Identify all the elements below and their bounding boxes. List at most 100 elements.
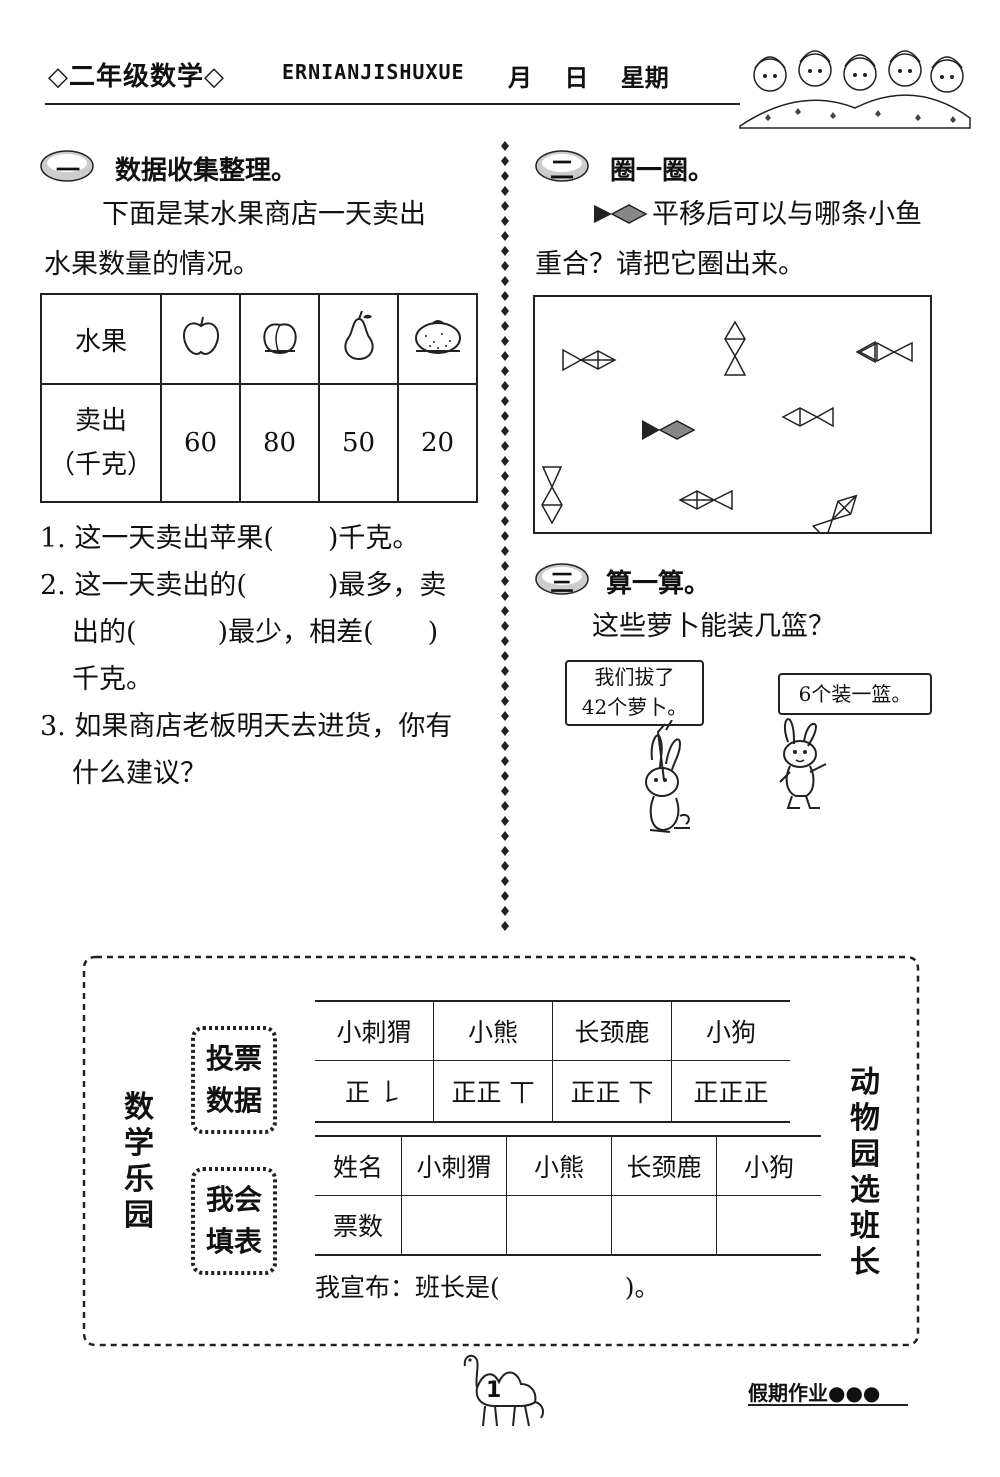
vote-name-giraffe: 长颈鹿 bbox=[552, 1000, 672, 1061]
divider-diamond bbox=[501, 621, 509, 631]
fill-votes-giraffe[interactable] bbox=[611, 1195, 717, 1256]
fruit-table: 水果 bbox=[40, 293, 478, 503]
divider-diamond bbox=[501, 261, 509, 271]
divider-diamond bbox=[501, 891, 509, 901]
divider-diamond bbox=[501, 696, 509, 706]
divider-diamond bbox=[501, 756, 509, 766]
divider-diamond bbox=[501, 141, 509, 151]
section2-badge-number: 二 bbox=[550, 156, 574, 184]
fill-header-name: 姓名 bbox=[315, 1135, 402, 1196]
sample-fish-icon bbox=[594, 204, 648, 224]
divider-diamond bbox=[501, 906, 509, 916]
question-1: 1. 这一天卖出苹果( )千克。 bbox=[40, 523, 420, 554]
fill-header-bear: 小熊 bbox=[506, 1135, 612, 1196]
speech-bubble-1: 我们拔了 42个萝卜。 bbox=[565, 660, 704, 726]
tag1-line1: 投票 bbox=[205, 1042, 262, 1075]
divider-diamond bbox=[501, 516, 509, 526]
section3-badge-icon bbox=[535, 563, 589, 595]
bubble1-line2: 42个萝卜。 bbox=[581, 695, 688, 719]
sold-header-line1: 卖出 bbox=[74, 406, 127, 436]
section3-question: 这些萝卜能装几篮？ bbox=[592, 611, 835, 642]
vote-name-row: 小刺猬 小熊 长颈鹿 小狗 bbox=[315, 1000, 790, 1061]
garden-panel-border bbox=[82, 955, 920, 1347]
fish-d-icon[interactable] bbox=[781, 406, 834, 428]
fish-e-icon[interactable] bbox=[642, 420, 696, 440]
divider-diamond bbox=[501, 666, 509, 676]
section2-title: 圈一圈。 bbox=[610, 156, 715, 186]
divider-diamond bbox=[501, 816, 509, 826]
section2-text-line2: 重合？请把它圈出来。 bbox=[535, 249, 805, 280]
section2-text-line1: 平移后可以与哪条小鱼 bbox=[652, 199, 922, 230]
sold-value-pear: 50 bbox=[318, 383, 399, 503]
divider-diamond bbox=[501, 576, 509, 586]
vote-tally-hedgehog: 正 𠄌 bbox=[315, 1060, 434, 1123]
divider-diamond bbox=[501, 231, 509, 241]
divider-diamond bbox=[501, 201, 509, 211]
divider-diamond bbox=[501, 396, 509, 406]
vote-tally-bear: 正正 丅 bbox=[433, 1060, 553, 1123]
page-number: 1 bbox=[486, 1378, 502, 1403]
divider-diamond bbox=[501, 186, 509, 196]
rabbit-2-icon bbox=[779, 718, 827, 809]
divider-diamond bbox=[501, 156, 509, 166]
divider-diamond bbox=[501, 471, 509, 481]
bubble1-line1: 我们拔了 bbox=[594, 665, 675, 689]
divider-diamond bbox=[501, 456, 509, 466]
divider-diamond bbox=[501, 426, 509, 436]
fill-votes-hedgehog[interactable] bbox=[401, 1195, 507, 1256]
fill-header-row: 姓名 小刺猬 小熊 长颈鹿 小狗 bbox=[315, 1135, 821, 1196]
sold-header-line2: （千克） bbox=[48, 450, 153, 480]
speech-bubble-2: 6个装一篮。 bbox=[778, 673, 932, 715]
fill-header-giraffe: 长颈鹿 bbox=[611, 1135, 717, 1196]
fill-votes-bear[interactable] bbox=[506, 1195, 612, 1256]
divider-diamond bbox=[501, 306, 509, 316]
fish-c-icon[interactable] bbox=[855, 340, 913, 364]
footer-rule bbox=[748, 1404, 908, 1406]
fill-header-hedgehog: 小刺猬 bbox=[401, 1135, 507, 1196]
divider-diamond bbox=[501, 411, 509, 421]
divider-diamond bbox=[501, 246, 509, 256]
divider-diamond bbox=[501, 651, 509, 661]
fish-g-icon[interactable] bbox=[678, 489, 733, 511]
divider-diamond bbox=[501, 336, 509, 346]
divider-diamond bbox=[501, 876, 509, 886]
divider-diamond bbox=[501, 831, 509, 841]
tag-frame-1 bbox=[191, 1026, 277, 1134]
tag2-line2: 填表 bbox=[205, 1225, 262, 1258]
divider-diamond bbox=[501, 591, 509, 601]
divider-diamond bbox=[501, 546, 509, 556]
divider-diamond bbox=[501, 441, 509, 451]
section3-badge-number: 三 bbox=[550, 569, 574, 597]
fish-drawing bbox=[541, 320, 913, 541]
divider-diamond bbox=[501, 726, 509, 736]
fill-header-dog: 小狗 bbox=[716, 1135, 821, 1196]
divider-diamond bbox=[501, 711, 509, 721]
tag-frame-2 bbox=[191, 1167, 277, 1275]
vote-name-hedgehog: 小刺猬 bbox=[315, 1000, 434, 1061]
fish-a-icon[interactable] bbox=[562, 348, 617, 372]
tag-fill-table: 我会 填表 bbox=[190, 1179, 278, 1263]
vote-tally-row: 正 𠄌 正正 丅 正正 下 正正正 bbox=[315, 1060, 790, 1123]
divider-diamond bbox=[501, 861, 509, 871]
fruit-cell-peach bbox=[239, 293, 320, 385]
fish-b-icon[interactable] bbox=[723, 320, 747, 376]
divider-diamond bbox=[501, 501, 509, 511]
fruit-row: 水果 bbox=[40, 293, 478, 385]
footer-right-text: 假期作业●●● bbox=[748, 1381, 881, 1405]
sold-row: 卖出 （千克） 60 80 50 20 bbox=[40, 383, 478, 503]
vote-tally-dog: 正正正 bbox=[671, 1060, 790, 1123]
fish-h-icon[interactable] bbox=[811, 489, 862, 541]
question-3-line2: 什么建议？ bbox=[72, 758, 207, 789]
fruit-cell-orange bbox=[397, 293, 478, 385]
vote-tally-giraffe: 正正 下 bbox=[552, 1060, 672, 1123]
divider-diamond bbox=[501, 381, 509, 391]
fish-f-icon[interactable] bbox=[541, 466, 563, 525]
fill-votes-dog[interactable] bbox=[716, 1195, 821, 1256]
column-divider bbox=[501, 141, 509, 931]
vote-name-dog: 小狗 bbox=[671, 1000, 790, 1061]
divider-diamond bbox=[501, 606, 509, 616]
fruit-row-header: 水果 bbox=[40, 293, 162, 385]
header-date: 月 日 星期 bbox=[508, 64, 669, 92]
divider-diamond bbox=[501, 786, 509, 796]
divider-diamond bbox=[501, 531, 509, 541]
